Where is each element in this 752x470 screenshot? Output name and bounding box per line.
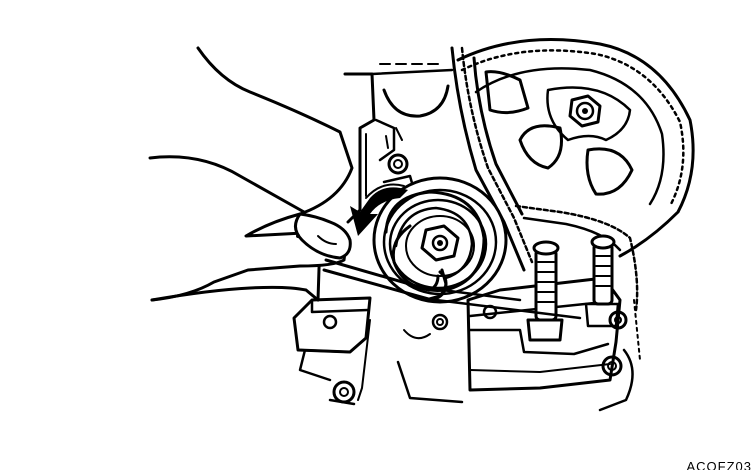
figure-code: ACOFZ03 (686, 460, 752, 470)
sprocket-bolt (568, 94, 602, 128)
tensioner-pulley (372, 176, 508, 304)
timing-belt (450, 46, 639, 312)
small-bracket (292, 296, 372, 354)
hand (148, 46, 354, 302)
stud-left (526, 240, 564, 342)
stud-right (584, 234, 620, 328)
hex-wrench (322, 258, 582, 320)
mounting-bracket (466, 234, 641, 412)
tensioner-nut (420, 224, 460, 262)
camshaft-sprocket (456, 38, 695, 258)
rotation-arrow-icon (350, 183, 408, 236)
